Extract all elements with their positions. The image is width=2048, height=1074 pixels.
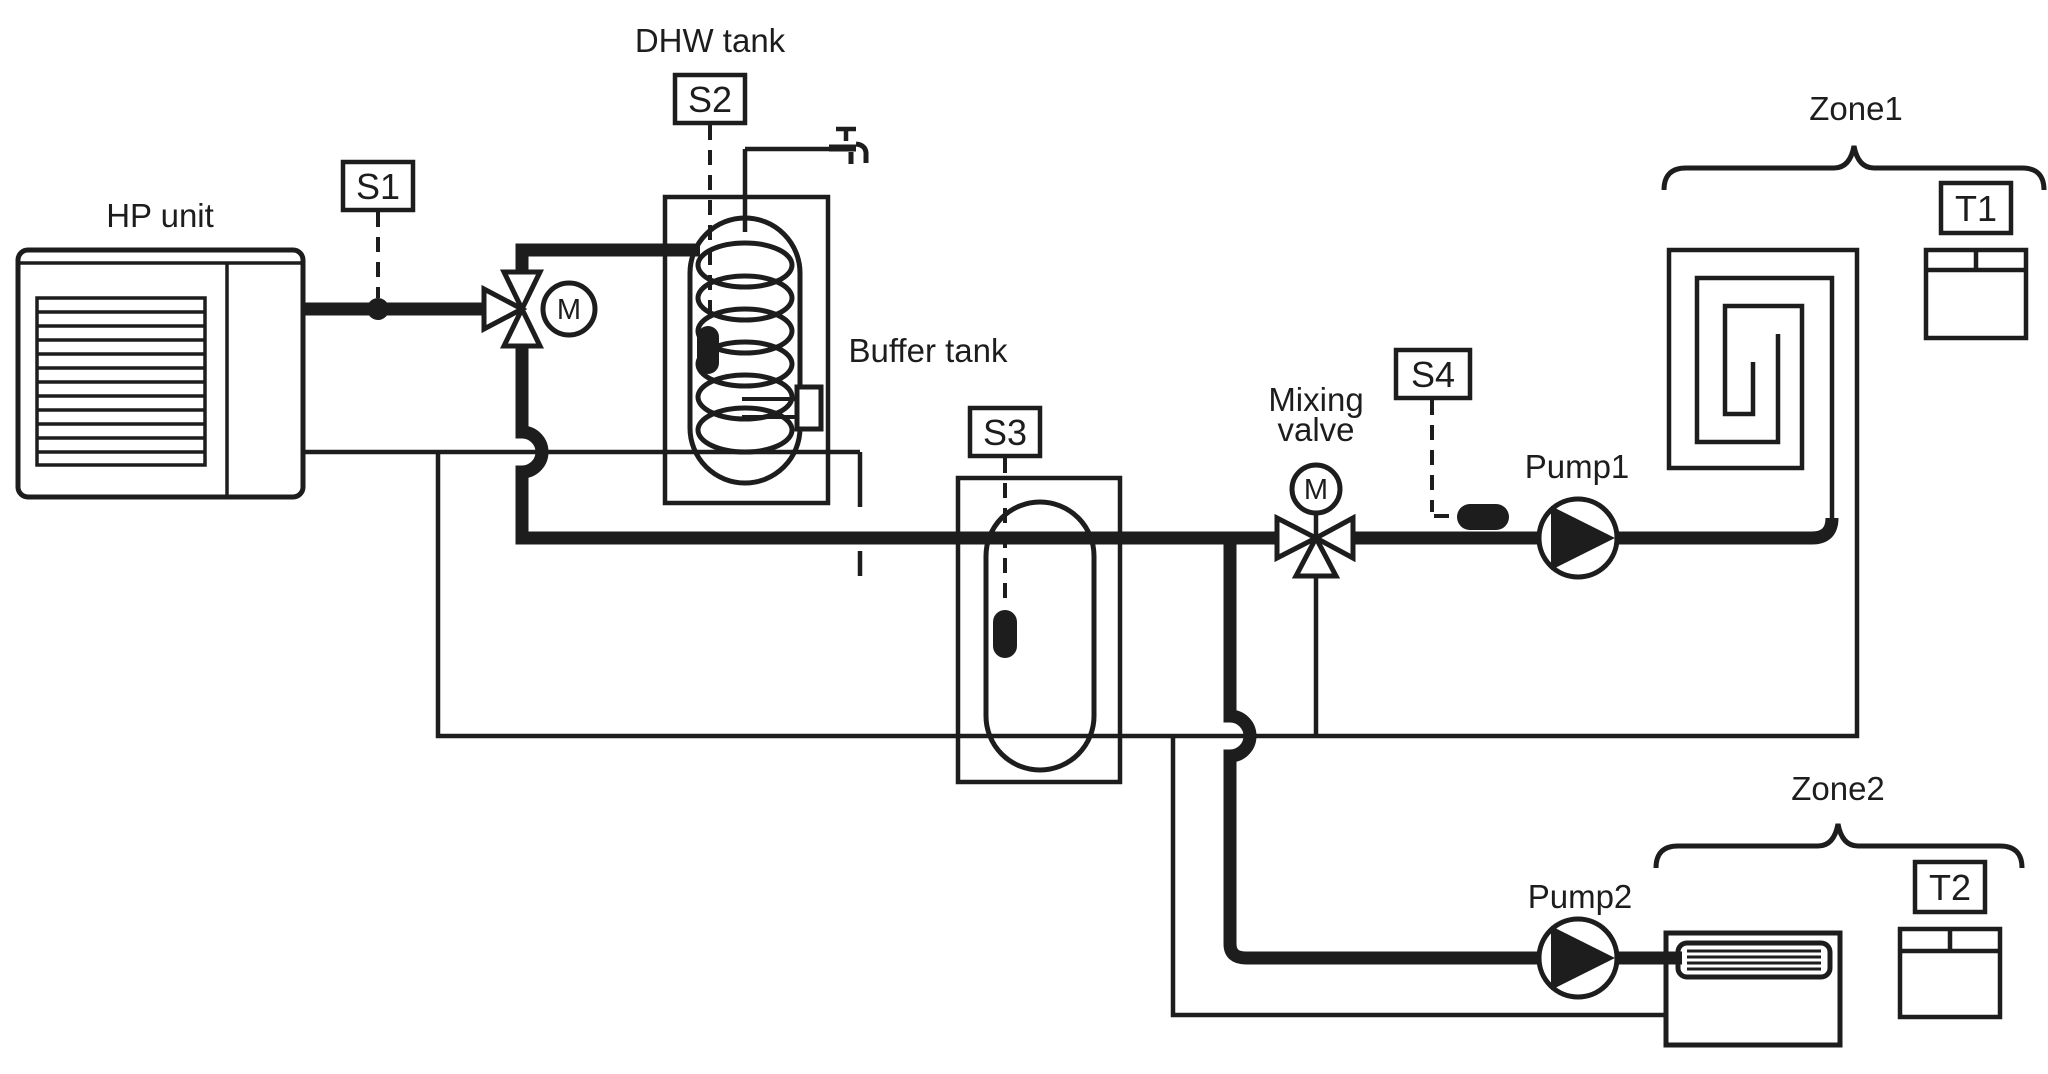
dhw-coil-outlet-pipe bbox=[742, 397, 797, 419]
dhw-tank-label: DHW tank bbox=[635, 22, 786, 59]
thermostat-t2-label: T2 bbox=[1929, 867, 1971, 908]
hp-unit-body bbox=[15, 247, 306, 500]
radiator-grille-icon bbox=[1675, 940, 1833, 980]
sensor-box-s1: S1 bbox=[340, 159, 416, 213]
thermostat-box-t2: T2 bbox=[1912, 859, 1988, 915]
valve-left-triangle bbox=[481, 284, 528, 334]
sensor-s2-probe-icon bbox=[697, 326, 719, 374]
mixing-valve-motor-icon bbox=[1289, 462, 1343, 516]
pipe-zone2-return bbox=[1170, 736, 1666, 1018]
pump2-label: Pump2 bbox=[1528, 878, 1633, 915]
pump2 bbox=[1536, 916, 1620, 1000]
sensor-s3-probe-icon bbox=[993, 610, 1017, 658]
mixing-valve-left-triangle bbox=[1274, 513, 1322, 563]
hp-unit-label: HP unit bbox=[106, 197, 214, 234]
pipe-valve-to-dhw-coil bbox=[515, 243, 700, 272]
buffer-tank-vessel bbox=[983, 499, 1097, 773]
pipe-valve-to-buffer bbox=[515, 346, 1277, 545]
valve-top-triangle bbox=[500, 269, 544, 315]
hp-unit-grille-lines bbox=[37, 310, 205, 454]
sensor-s4-lead bbox=[1430, 400, 1452, 518]
thermostat-t1-label: T1 bbox=[1955, 188, 1997, 229]
zone2-label: Zone2 bbox=[1791, 770, 1885, 807]
sensor-s4-label: S4 bbox=[1411, 354, 1455, 395]
thermostat-unit-zone2 bbox=[1897, 926, 2003, 1020]
pump1-impeller-icon bbox=[1551, 506, 1615, 570]
pipe-zone1-loop-supply-spiral bbox=[1694, 275, 1835, 518]
mixing-valve-label-line2: valve bbox=[1277, 411, 1354, 448]
pipe-pump1-to-zone1 bbox=[1617, 517, 1839, 545]
pump1-label: Pump1 bbox=[1525, 448, 1630, 485]
mixing-valve-motor-label: M bbox=[1304, 474, 1328, 506]
pipe-branch-to-zone2 bbox=[1223, 538, 1539, 965]
hp-unit bbox=[15, 247, 306, 500]
mixing-valve-label-line1: Mixing bbox=[1268, 381, 1363, 418]
pump1 bbox=[1536, 496, 1620, 580]
sensor-s4-probe-icon bbox=[1457, 504, 1509, 530]
sensor-box-s2: S2 bbox=[672, 72, 748, 126]
zone1-brace-icon bbox=[1661, 145, 2047, 191]
buffer-tank bbox=[955, 475, 1123, 785]
valve-bottom-triangle bbox=[500, 303, 544, 349]
dhw-coil-port-plug bbox=[794, 384, 824, 432]
zone2-radiator bbox=[1663, 930, 1843, 1048]
sensor-box-s4: S4 bbox=[1393, 347, 1473, 401]
mixing-valve-bottom-triangle bbox=[1291, 532, 1341, 579]
zone1-label: Zone1 bbox=[1809, 90, 1903, 127]
sensor-s2-label: S2 bbox=[688, 79, 732, 120]
mixing-valve: M bbox=[1274, 462, 1356, 579]
sensor-s1-label: S1 bbox=[356, 166, 400, 207]
mixing-valve-right-triangle bbox=[1310, 513, 1356, 563]
sensor-s3-label: S3 bbox=[983, 412, 1027, 453]
pipe-return-rail-and-zone1-loop bbox=[435, 247, 1860, 739]
buffer-tank-label: Buffer tank bbox=[849, 332, 1008, 369]
dhw-tank bbox=[662, 194, 831, 506]
thermostat-box-t1: T1 bbox=[1938, 180, 2014, 236]
zone2-brace-icon bbox=[1653, 823, 2025, 869]
pump2-impeller-icon bbox=[1551, 926, 1615, 990]
dhw-diverting-valve: M bbox=[481, 269, 598, 349]
radiator-grille-lines bbox=[1687, 949, 1821, 971]
valve-motor-icon bbox=[540, 280, 598, 338]
sensor-s1-probe-icon bbox=[367, 298, 389, 320]
sensor-box-s3: S3 bbox=[967, 405, 1043, 459]
faucet-icon bbox=[829, 126, 869, 164]
thermostat-unit-zone1 bbox=[1923, 247, 2029, 341]
valve-motor-label: M bbox=[557, 294, 581, 326]
